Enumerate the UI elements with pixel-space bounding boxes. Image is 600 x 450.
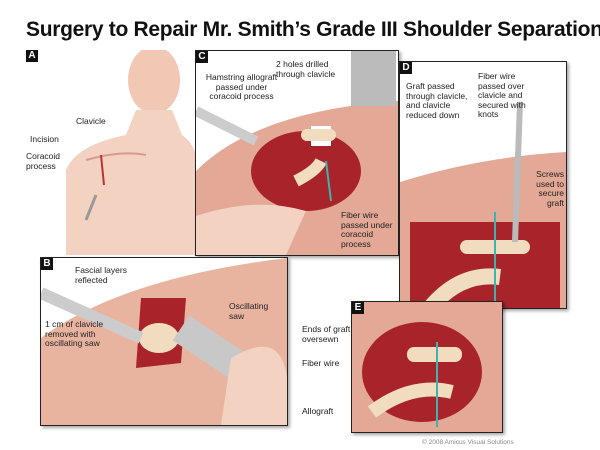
panel-c-letter: C [196, 51, 208, 63]
panel-e: E [351, 301, 503, 433]
panel-c: C Hamstring allograft passed under corac… [195, 50, 399, 256]
panel-b: B Fascial layers reflected 1 cm of clavi… [40, 257, 288, 426]
panel-d: D Graft passed through clavicle, and cla… [399, 61, 567, 309]
label-screws: Screws used to secure graft [536, 169, 564, 208]
label-clavicle-removed: 1 cm of clavicle removed with oscillatin… [45, 319, 104, 348]
label-fiber-wire-d: Fiber wire passed over clavicle and secu… [478, 71, 526, 119]
panel-b-letter: B [41, 258, 53, 270]
label-holes-drilled: 2 holes drilled through clavicle [276, 59, 336, 79]
panel-e-letter: E [352, 302, 364, 314]
label-hamstring-allograft: Hamstring allograft passed under coracoi… [205, 72, 278, 101]
page-title: Surgery to Repair Mr. Smith’s Grade III … [26, 18, 600, 41]
label-allograft: Allograft [302, 406, 334, 416]
panel-a: A Clavicle Incision Coracoid process [26, 50, 196, 255]
panel-d-letter: D [400, 62, 412, 74]
copyright: © 2008 Amicus Visual Solutions [422, 439, 514, 446]
label-graft-passed: Graft passed through clavicle, and clavi… [406, 81, 468, 120]
panel-a-letter: A [26, 50, 38, 62]
label-clavicle: Clavicle [76, 116, 106, 126]
label-oscillating-saw: Oscillating saw [229, 301, 269, 321]
surgery-illustration-e [362, 322, 482, 427]
patient-illustration [66, 50, 196, 255]
surgery-illustration-c [196, 51, 398, 255]
surgery-illustration-b [41, 258, 287, 425]
label-fascial-layers: Fascial layers reflected [75, 265, 127, 285]
label-fiber-wire-e: Fiber wire [302, 358, 340, 368]
label-fiber-wire-c: Fiber wire passed under coracoid process [341, 210, 393, 249]
label-ends-oversewn: Ends of graft oversewn [302, 324, 351, 344]
label-incision: Incision [30, 134, 59, 144]
label-coracoid-process: Coracoid process [26, 151, 61, 171]
surgery-illustration-d [400, 101, 566, 308]
